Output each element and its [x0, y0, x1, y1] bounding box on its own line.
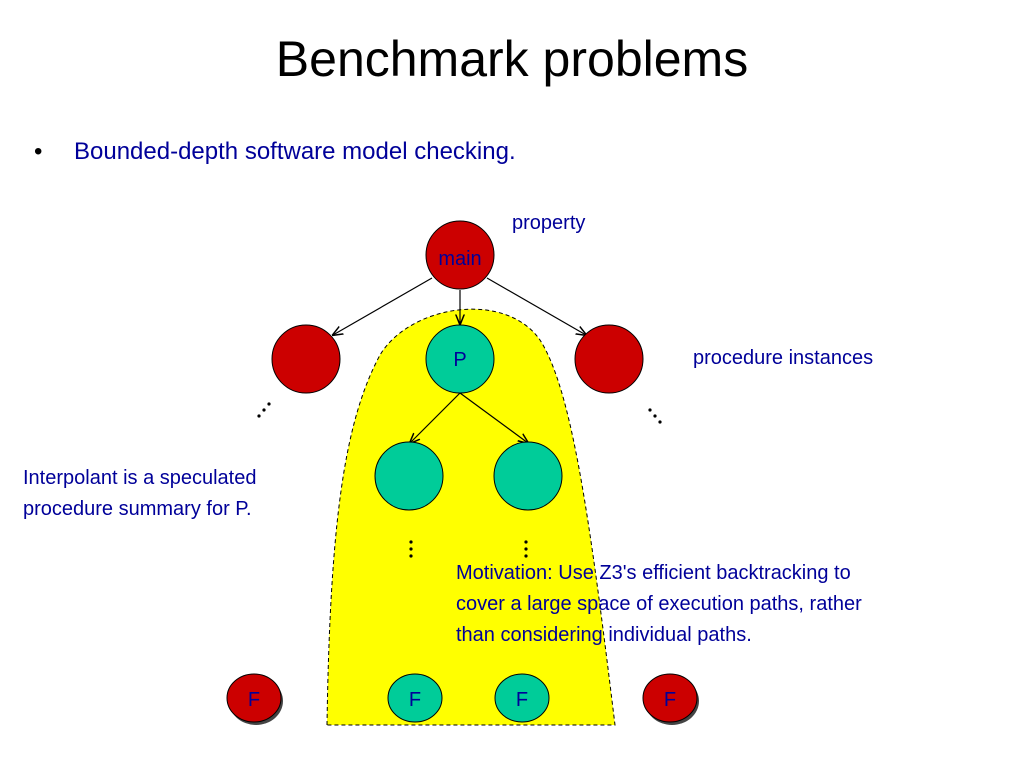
node-p-right-child	[493, 441, 563, 511]
interpolant-line-1: Interpolant is a speculated	[23, 467, 257, 489]
node-f-1-label: F	[248, 689, 260, 711]
node-p-label: P	[453, 349, 466, 371]
ellipsis-middle-left	[409, 540, 413, 558]
node-left-procedure	[271, 324, 341, 394]
node-f-4-label: F	[664, 689, 676, 711]
interpolant-note: Interpolant is a speculated procedure su…	[23, 463, 257, 525]
node-p	[425, 324, 495, 394]
node-f-1	[226, 673, 282, 723]
ellipsis-right	[648, 408, 662, 424]
edge-main-left	[333, 277, 433, 335]
yellow-highlight-region	[326, 308, 616, 726]
node-f-3	[494, 673, 550, 723]
node-f-3-label: F	[516, 689, 528, 711]
bullet-point: • Bounded-depth software model checking.	[34, 138, 516, 166]
procedure-instances-label: procedure instances	[693, 347, 874, 369]
node-f-2-label: F	[409, 689, 421, 711]
motivation-line-3: than considering individual paths.	[456, 624, 752, 646]
motivation-line-2: cover a large space of execution paths, …	[456, 593, 862, 615]
slide-title: Benchmark problems	[275, 31, 749, 87]
node-main	[425, 220, 495, 290]
motivation-line-1: Motivation: Use Z3's efficient backtrack…	[456, 562, 851, 584]
node-p-left-child	[374, 441, 444, 511]
bullet-marker: •	[34, 138, 43, 165]
edge-main-right	[486, 277, 586, 335]
interpolant-line-2: procedure summary for P.	[23, 498, 252, 520]
ellipsis-left	[257, 402, 271, 418]
edge-p-right-child	[459, 392, 528, 443]
motivation-note: Motivation: Use Z3's efficient backtrack…	[456, 558, 862, 651]
ellipsis-middle-right	[524, 540, 528, 558]
bullet-text: Bounded-depth software model checking.	[74, 138, 516, 165]
node-main-label: main	[438, 248, 481, 270]
node-right-procedure	[574, 324, 644, 394]
node-f-4	[642, 673, 698, 723]
node-f-2	[387, 673, 443, 723]
edge-p-left-child	[410, 392, 461, 443]
property-label: property	[512, 212, 586, 234]
